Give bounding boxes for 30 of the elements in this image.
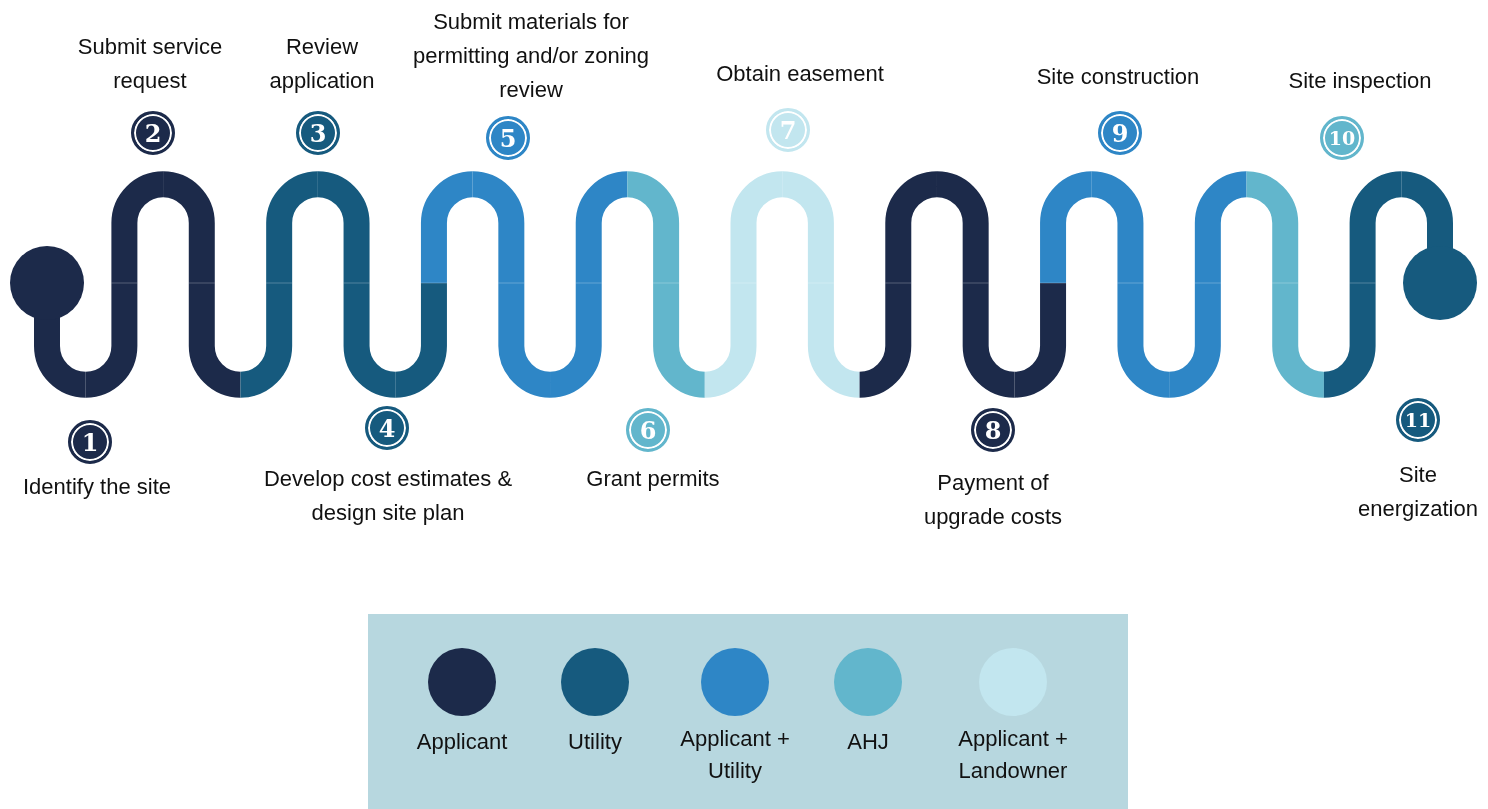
- step-label: Develop cost estimates & design site plan: [262, 465, 514, 527]
- step-number-badge: 10: [1320, 116, 1364, 160]
- step-number-badge: 9: [1098, 111, 1142, 155]
- legend-label: AHJ: [846, 728, 890, 756]
- step-number-badge: 11: [1396, 398, 1440, 442]
- end-circle: [10, 246, 84, 320]
- step-number-badge: 8: [971, 408, 1015, 452]
- step-number-badge: 7: [766, 108, 810, 152]
- step-number-badge: 6: [626, 408, 670, 452]
- step-label: Site inspection: [1287, 67, 1433, 95]
- step-label: Payment of upgrade costs: [922, 469, 1064, 531]
- step-number-badge: 1: [68, 420, 112, 464]
- step-label: Submit materials for permitting and/or zoning review: [412, 8, 650, 104]
- step-label: Site construction: [1035, 63, 1201, 91]
- step-number-badge: 4: [365, 406, 409, 450]
- step-label: Site energization: [1358, 461, 1478, 523]
- step-number-badge: 2: [131, 111, 175, 155]
- step-number-badge: 5: [486, 116, 530, 160]
- end-circle: [1403, 246, 1477, 320]
- step-label: Identify the site: [22, 473, 172, 501]
- legend-label: Applicant + Landowner: [958, 725, 1068, 785]
- step-label: Submit service request: [76, 33, 224, 95]
- legend-label: Utility: [567, 728, 623, 756]
- step-label: Review application: [268, 33, 376, 95]
- step-label: Grant permits: [585, 465, 721, 493]
- legend-label: Applicant: [415, 728, 509, 756]
- legend-label: Applicant + Utility: [680, 725, 790, 785]
- step-label: Obtain easement: [715, 60, 885, 88]
- step-number-badge: 3: [296, 111, 340, 155]
- winding-road: [34, 171, 1453, 398]
